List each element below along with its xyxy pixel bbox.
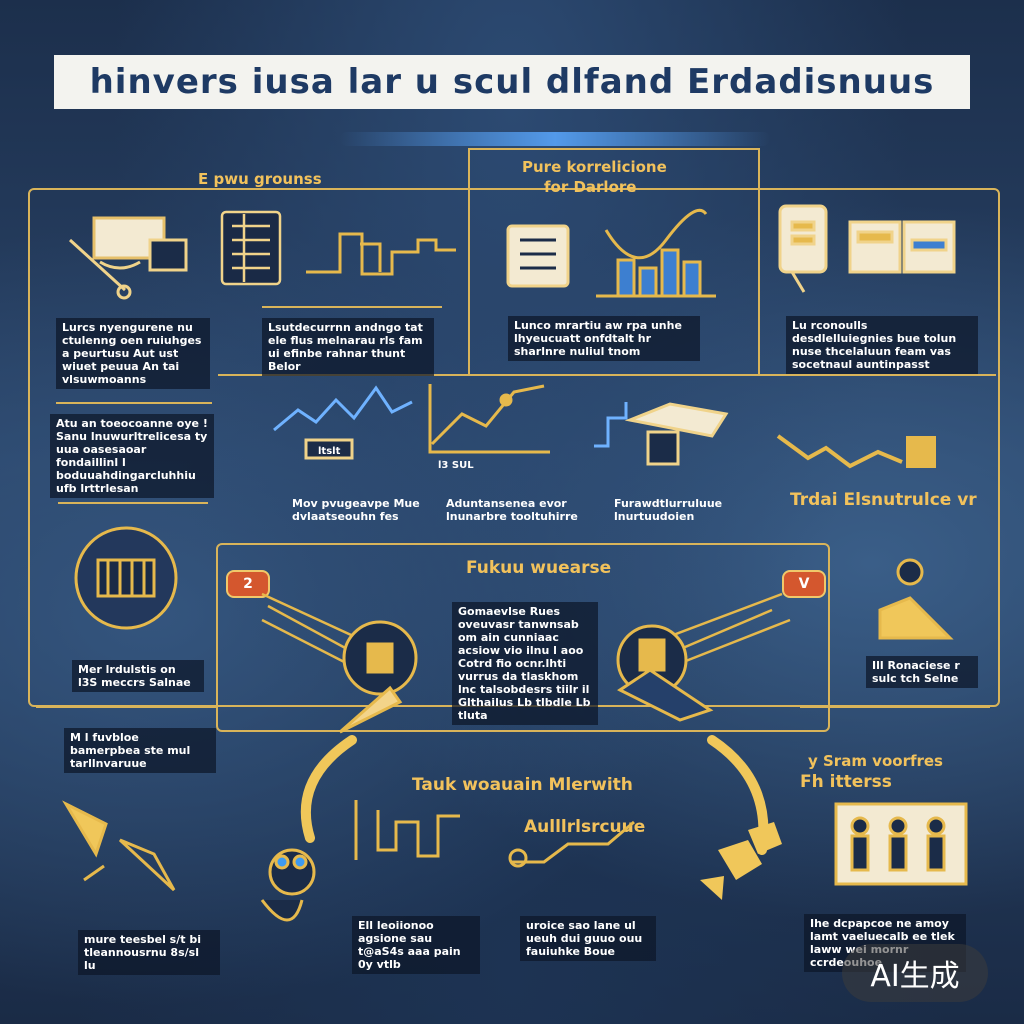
badge-right: V: [782, 570, 826, 598]
label-top-center-1: Pure korrelicione: [522, 158, 667, 176]
chart-tag-1: ltslt: [318, 446, 341, 457]
label-adl: Aulllrlsrcuue: [524, 817, 646, 837]
text-block-4: Lu rconoulls desdlelluiegnies bue tolun …: [786, 316, 978, 374]
page-title-text: hinvers iusa lar u scul dlfand Erdadisnu…: [89, 62, 935, 102]
badge-left: 2: [226, 570, 270, 598]
text-block-1: Lurcs nyengurene nu ctulenng oen ruiuhge…: [56, 318, 210, 389]
label-top-left: E pwu grounss: [198, 170, 322, 188]
text-block-5-rule: [58, 502, 208, 504]
label-right-lower-2: Fh itterss: [800, 772, 892, 792]
text-block-7: Aduntansenea evor lnunarbre tooltuhirre: [446, 497, 578, 523]
robot-head-icon: [260, 848, 316, 922]
cube-pieces-icon: [700, 822, 782, 900]
text-block-14: Ell leoiionoo agsione sau t@aS4s aaa pai…: [352, 916, 480, 974]
text-block-6: Mov pvugeavpe Mue dvlaatseouhn fes: [292, 497, 420, 523]
text-block-3: Lunco mrartiu aw rpa unhe lhyeucuatt onf…: [508, 316, 700, 361]
divider-horizontal-top: [468, 148, 760, 150]
text-block-2: Lsutdecurrnn andngo tat ele flus melnara…: [262, 318, 434, 376]
tank-line-chart: [354, 800, 460, 860]
text-block-11: M l fuvbloe bamerpbea ste mul tarllnvaru…: [64, 728, 216, 773]
label-top-center-2: for Darlore: [544, 178, 637, 196]
divider-vertical-1: [468, 148, 470, 374]
chart-tag-2: l3 SUL: [438, 460, 474, 471]
ai-generated-watermark: AI生成: [842, 944, 988, 1002]
text-block-2-rule: [262, 306, 442, 308]
text-block-13: mure teesbel s/t bi tleannousrnu 8s/sl l…: [78, 930, 220, 975]
text-block-8: Furawdtlurruluue lnurtuudoien: [614, 497, 723, 523]
label-tank: Tauk woauain Mlerwith: [412, 775, 633, 795]
text-block-9: Gomaevlse Rues oveuvasr tanwnsab om ain …: [452, 602, 598, 725]
text-block-1-rule: [56, 402, 212, 404]
page-title: hinvers iusa lar u scul dlfand Erdadisnu…: [54, 55, 970, 109]
divider-lower-left: [36, 706, 216, 708]
glow-bar: [340, 132, 770, 146]
divider-horizontal-mid: [218, 374, 996, 376]
label-future: Fukuu wuearse: [466, 558, 612, 578]
text-block-15: uroice sao lane ul ueuh dui guuo ouu fau…: [520, 916, 656, 961]
text-block-10: Mer lrdulstis on l3S meccrs Salnae: [72, 660, 204, 692]
divider-vertical-2: [758, 148, 760, 374]
label-right-lower-1: y Sram voorfres: [808, 752, 943, 770]
label-trade: Trdai Elsnutrulce vr: [790, 490, 977, 510]
divider-lower-right: [800, 706, 990, 708]
broken-map-icon: [62, 800, 176, 892]
text-block-5: Atu an toeocoanne oye ! Sanu lnuwurltrel…: [50, 414, 214, 498]
text-block-12: Ill Ronaciese r sulc tch Selne: [866, 656, 978, 688]
future-panel: [216, 543, 830, 732]
team-people-icon: [834, 802, 968, 886]
